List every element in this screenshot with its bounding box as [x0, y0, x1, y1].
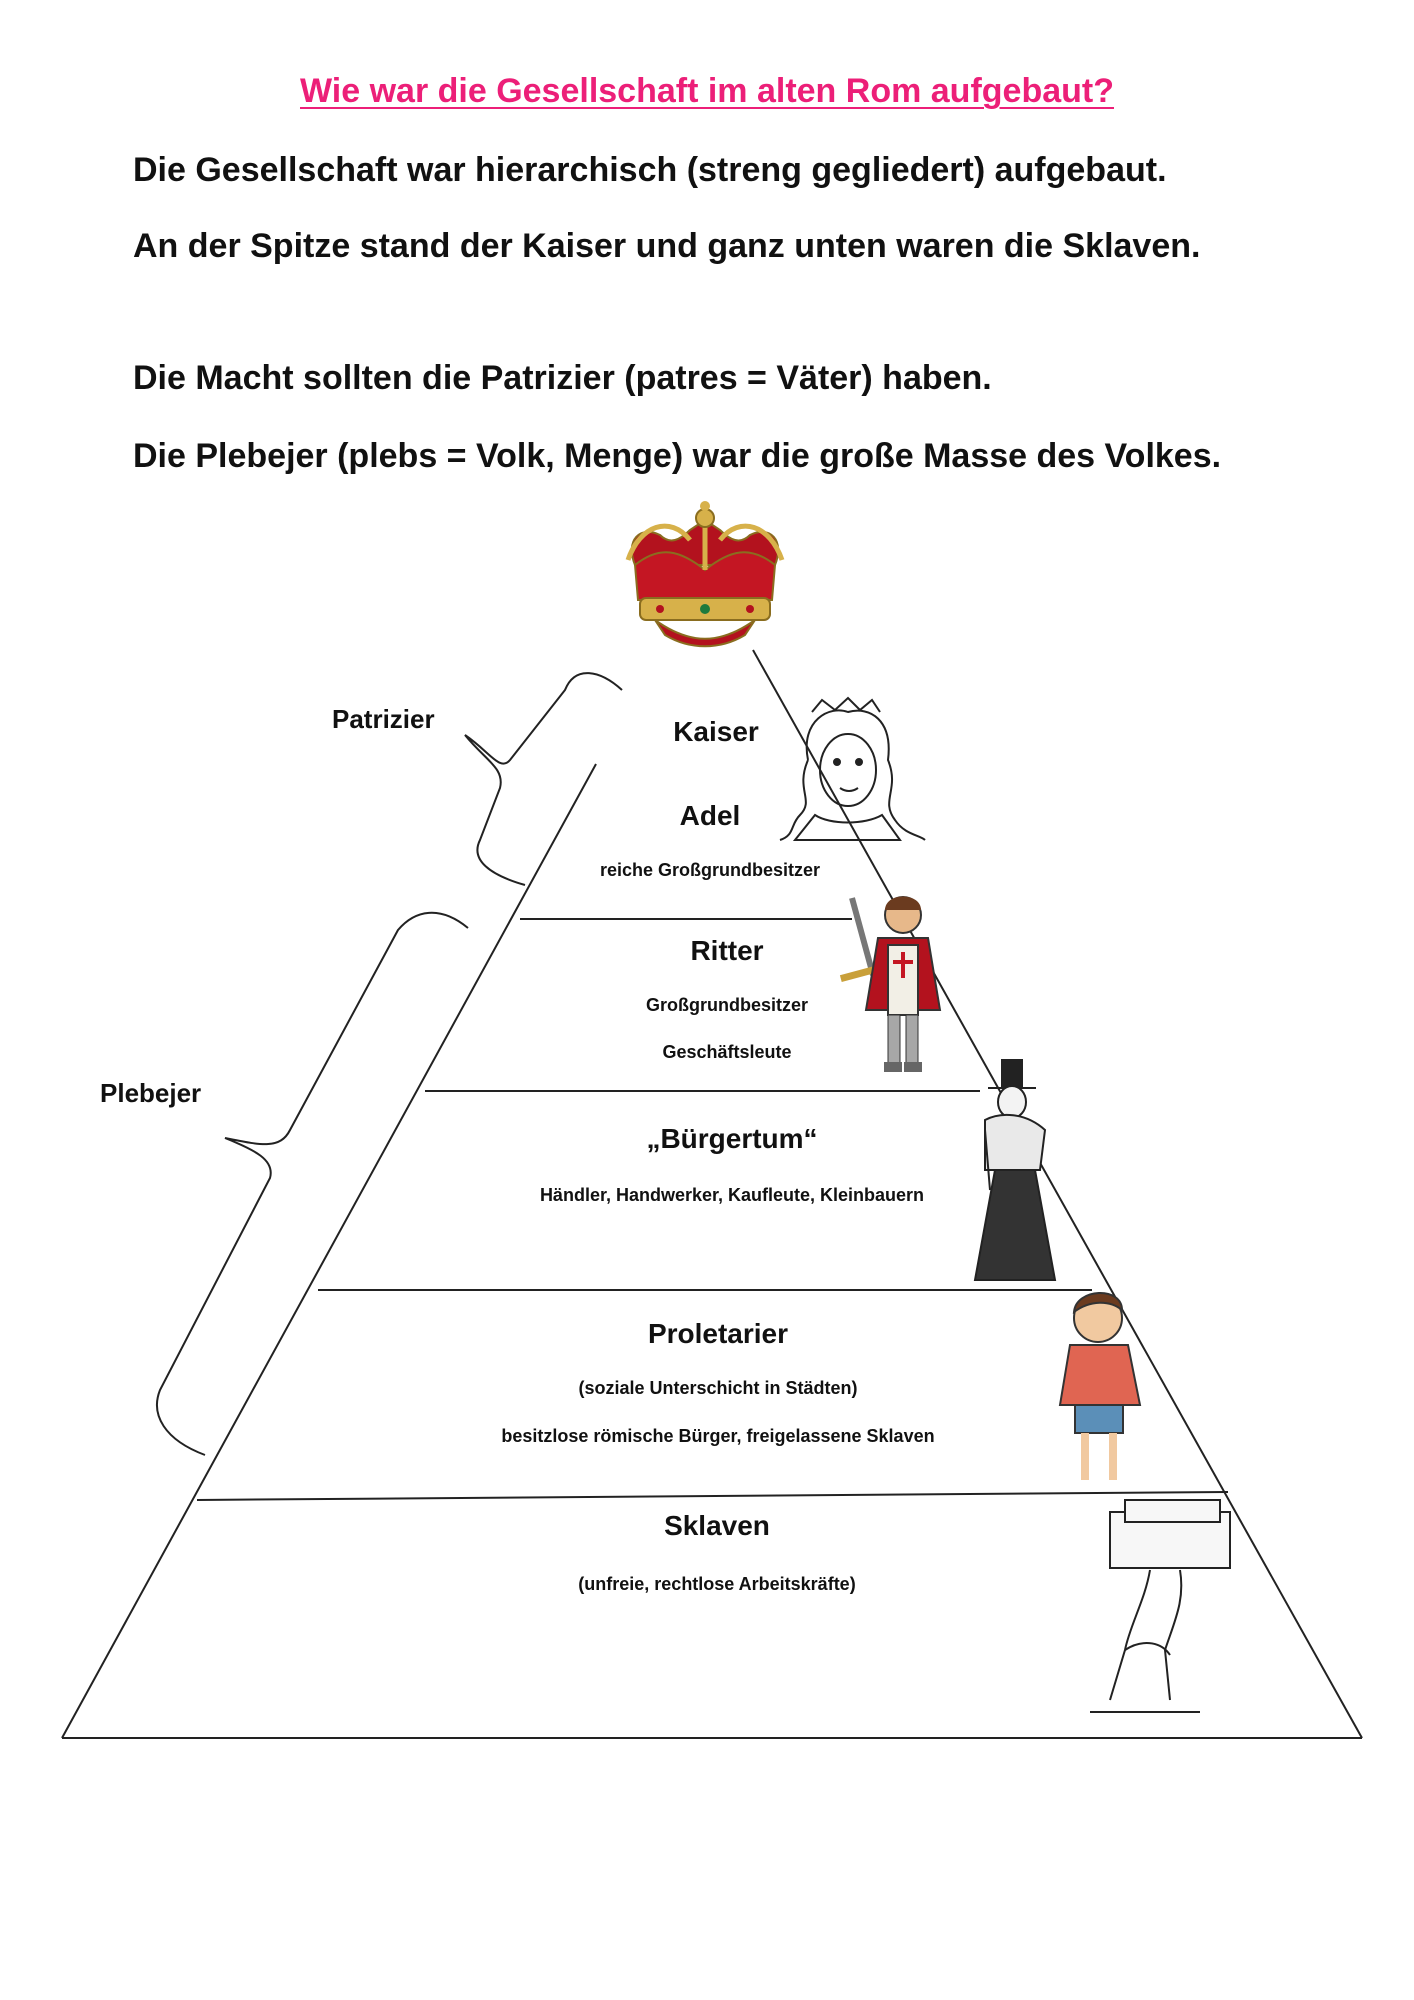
level-ritter-detail-1: Großgrundbesitzer — [646, 995, 808, 1015]
level-ritter: Ritter — [690, 935, 763, 966]
level-adel: Adel — [680, 800, 741, 831]
level-adel-detail: reiche Großgrundbesitzer — [600, 860, 820, 880]
crown-icon — [625, 501, 785, 648]
label-plebejer: Plebejer — [100, 1078, 201, 1108]
level-buergertum-detail: Händler, Handwerker, Kaufleute, Kleinbau… — [540, 1185, 924, 1205]
intro-paragraph-4: Die Plebejer (plebs = Volk, Menge) war d… — [133, 437, 1222, 475]
level-proletarier-detail-1: (soziale Unterschicht in Städten) — [578, 1378, 857, 1398]
patrizier-brace — [464, 672, 623, 886]
pyramid-outline — [61, 649, 1363, 1739]
knight-icon — [839, 896, 942, 1072]
level-sklaven: Sklaven — [664, 1510, 770, 1541]
level-buergertum: „Bürgertum“ — [646, 1123, 817, 1154]
intro-paragraph-1: Die Gesellschaft war hierarchisch (stren… — [133, 151, 1167, 189]
intro-paragraph-3: Die Macht sollten die Patrizier (patres … — [133, 359, 992, 397]
princess-portrait-icon — [779, 696, 926, 841]
poor-boy-icon — [1058, 1292, 1142, 1480]
level-proletarier: Proletarier — [648, 1318, 788, 1349]
level-sklaven-detail: (unfreie, rechtlose Arbeitskräfte) — [578, 1574, 855, 1594]
level-ritter-detail-2: Geschäftsleute — [662, 1042, 791, 1062]
page-title: Wie war die Gesellschaft im alten Rom au… — [300, 72, 1114, 110]
label-patrizier: Patrizier — [332, 704, 435, 734]
level-proletarier-detail-2: besitzlose römische Bürger, freigelassen… — [501, 1426, 934, 1446]
woman-hat-icon — [973, 1059, 1057, 1281]
level-kaiser: Kaiser — [673, 716, 759, 747]
intro-paragraph-2: An der Spitze stand der Kaiser und ganz … — [133, 227, 1201, 265]
plebejer-brace — [156, 911, 469, 1456]
slave-carrying-icon — [1090, 1499, 1231, 1713]
